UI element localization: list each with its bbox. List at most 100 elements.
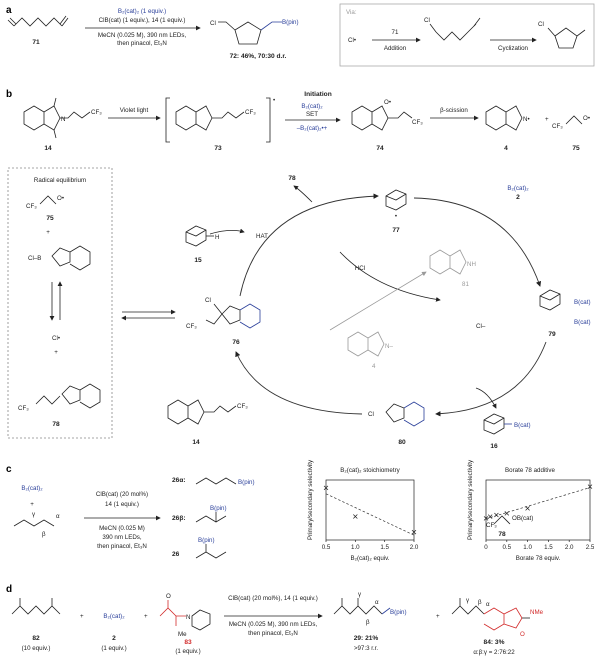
clb-label: Cl–B: [28, 255, 41, 262]
product-84-gamma: γ: [466, 597, 470, 604]
d-plus-3: +: [436, 613, 440, 620]
data-point: [411, 529, 417, 535]
cf3-73: CF₃: [245, 109, 256, 116]
eq-plus-2: +: [54, 349, 58, 356]
acrylamide-83-structure: [159, 600, 211, 631]
oxindole-84-structure: [451, 598, 530, 631]
o74-radical: O•: [384, 99, 391, 106]
compound-14-structure: [23, 97, 91, 139]
c-gamma: γ: [32, 511, 36, 518]
compound-79-label: 79: [548, 331, 556, 338]
product-26-structure: [195, 544, 227, 559]
data-point: [525, 506, 530, 511]
cyclized-cl: Cl: [538, 21, 544, 28]
compound-75-label: 75: [572, 145, 580, 152]
bcat-79-2: B(cat): [574, 319, 591, 326]
panel-label-d: d: [6, 584, 12, 595]
chart-stoichiometry: B₂(cat)₂ stoichiometry B₂(cat)₂ equiv. P…: [307, 459, 419, 562]
compound-74-label: 74: [376, 145, 384, 152]
open-chain-cl: Cl: [424, 17, 430, 24]
compound-14-label: 14: [44, 145, 52, 152]
cycle-14-label: 14: [192, 439, 200, 446]
norbornane-h: H: [215, 234, 219, 241]
cond-c-5: then pinacol, Et₃N: [97, 543, 147, 550]
chart1-xlabel: B₂(cat)₂ equiv.: [350, 555, 389, 562]
product-72-label: 72: 46%, 70:30 d.r.: [230, 53, 287, 60]
product-26b-bpin: B(pin): [210, 505, 227, 512]
cl-anion-label: Cl–: [476, 323, 486, 330]
x-tick-label: 2.5: [586, 544, 595, 551]
chart2-ylabel: Primary/secondary selectivity: [467, 459, 474, 540]
proton-transfer-arrow: [329, 271, 427, 331]
eq-75-o: O•: [57, 195, 64, 202]
x-tick-label: 1.5: [380, 544, 389, 551]
d-83-n: N: [186, 614, 190, 621]
cond-c-1: ClB(cat) (20 mol%): [96, 491, 148, 498]
clbcat-80-structure: [385, 401, 425, 427]
d-83-o: O: [166, 593, 171, 600]
eq-plus-1: +: [46, 229, 50, 236]
cycle-arc-77-to-79: [413, 197, 542, 287]
product-84-o: O: [520, 631, 525, 638]
compound-16-label: 16: [490, 443, 498, 450]
hat-label: HAT: [256, 233, 268, 240]
set-minus: –B₂(cat)₂•+: [297, 125, 328, 132]
cyclization-label: Cyclization: [498, 45, 528, 52]
compound-74-structure: [351, 105, 413, 131]
cl-80: Cl: [368, 411, 374, 418]
compound-73-structure: [175, 105, 245, 131]
cycle-14-cf3: CF₃: [237, 403, 248, 410]
cond-d-2: MeCN (0.025 M), 390 nm LEDs,: [229, 621, 318, 628]
product-72-cl: Cl: [210, 20, 216, 27]
cond-c-3: MeCN (0.025 M): [99, 525, 145, 532]
compound-4-structure: [485, 105, 523, 131]
product-26a-bpin: B(pin): [238, 479, 255, 486]
compound-71-label: 71: [32, 39, 40, 46]
radical-equilibrium-label: Radical equilibrium: [34, 177, 86, 184]
borate-78-structure: [35, 383, 101, 409]
x-tick-label: 2.0: [565, 544, 574, 551]
compound-83-label: 83: [184, 639, 192, 646]
compound-2-sub: (1 equiv.): [101, 645, 126, 652]
violet-light-label: Violet light: [120, 107, 149, 114]
product-26a-label: 26α:: [172, 477, 186, 484]
cycle-2-label: 2: [516, 194, 520, 201]
x-tick-label: 2.0: [410, 544, 419, 551]
compound-82-label: 82: [32, 635, 40, 642]
d-83-me: Me: [178, 631, 187, 638]
product-29-structure: [333, 598, 383, 615]
norbornane-15-structure: [185, 225, 214, 247]
cond-a-3: MeCN (0.025 M), 390 nm LEDs,: [98, 32, 187, 39]
hat-to-78-arrow: [293, 185, 313, 203]
inset-cf3: CF₃: [486, 522, 497, 529]
diene-71-structure: [7, 15, 69, 27]
set-b2cat2: B₂(cat)₂: [301, 103, 323, 110]
eq-cf3: CF₃: [26, 203, 37, 210]
cycle-arc-80-to-76: [235, 351, 363, 415]
product-29-beta: β: [366, 619, 370, 626]
c-alpha: α: [56, 513, 60, 520]
set-label: SET: [306, 111, 318, 118]
d-plus-2: +: [144, 613, 148, 620]
compound-80-label: 80: [398, 439, 406, 446]
phthalimide-anion-4-structure: [347, 331, 385, 357]
product-72-structure: [218, 21, 282, 45]
product-84-nme: NMe: [530, 609, 544, 616]
chart-borate: Borate 78 additive Borate 78 equiv. Prim…: [467, 459, 595, 562]
release-16-arrow: [475, 387, 497, 409]
compound-77-label: 77: [392, 227, 400, 234]
x-tick-label: 0: [484, 544, 488, 551]
panel-label-a: a: [6, 5, 12, 16]
cycle-4-label: 4: [372, 363, 376, 370]
chart2-frame: [485, 479, 591, 541]
cond-d-3: then pinacol, Et₃N: [248, 630, 298, 637]
product-84-sub: α:β:γ = 2:76:22: [473, 649, 515, 656]
x-tick-label: 1.0: [523, 544, 532, 551]
chart2-xlabel: Borate 78 equiv.: [516, 555, 561, 562]
cycle-78-label: 78: [288, 175, 296, 182]
trend-line: [485, 487, 591, 520]
cycle-b2cat2: B₂(cat)₂: [507, 185, 529, 192]
radical-anion-79-structure: [539, 289, 561, 311]
via-71-label: 71: [392, 29, 399, 36]
hcl-label: HCl: [355, 265, 365, 272]
